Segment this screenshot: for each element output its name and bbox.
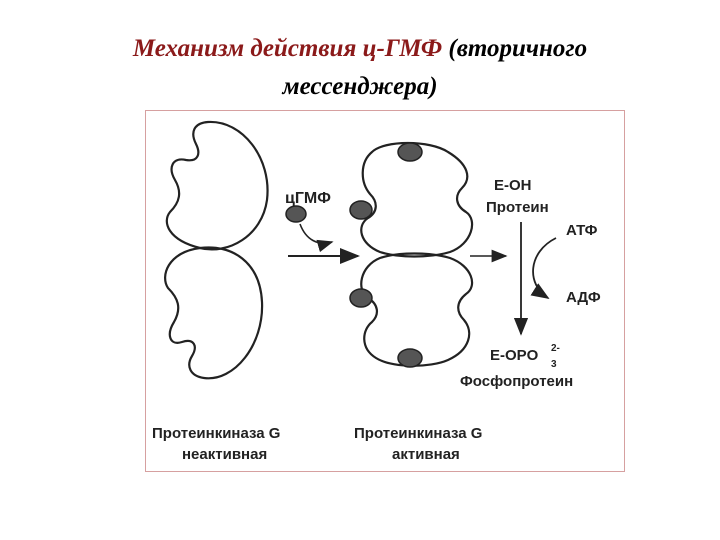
title-line-2: мессенджера) [282, 73, 438, 100]
active-kinase-lower-subunit [360, 252, 474, 367]
cgmp-binding-arrow [299, 223, 334, 253]
page-title: Механизм действия ц-ГМФ (вторичного месс… [20, 30, 700, 106]
eopo-charge-superscript: 2- [551, 343, 560, 354]
inactive-kinase-state: неактивная [182, 446, 267, 463]
active-kinase-upper-subunit [360, 141, 474, 258]
atp-adp-arrow [530, 237, 557, 299]
title-line-1: Механизм действия ц-ГМФ (вторичного [20, 30, 700, 68]
bound-cgmp-icon [397, 348, 423, 368]
title-accent: Механизм действия ц-ГМФ [132, 35, 443, 62]
active-kinase-state: активная [392, 446, 460, 463]
cgmp-molecule-icon [285, 205, 307, 223]
inactive-kinase-lower-subunit [164, 246, 264, 380]
bound-cgmp-icon [397, 142, 423, 162]
eopo-subscript: 3 [551, 359, 557, 370]
inactive-kinase-caption: Протеинкиназа G [152, 425, 280, 442]
atp-label: АТФ [566, 222, 598, 239]
bound-cgmp-icon [349, 288, 373, 308]
active-kinase-caption: Протеинкиназа G [354, 425, 482, 442]
phosphoprotein-label: Фосфопротеин [460, 373, 573, 390]
adp-label: АДФ [566, 289, 601, 306]
eoh-label: E-OH [494, 177, 532, 194]
inactive-kinase-upper-subunit [165, 120, 269, 251]
eopo-label: E-OPO [490, 347, 539, 364]
cgmp-label: цГМФ [285, 190, 331, 207]
title-rest: (вторичного [442, 35, 588, 62]
protein-label: Протеин [486, 199, 549, 216]
bound-cgmp-icon [349, 200, 373, 220]
